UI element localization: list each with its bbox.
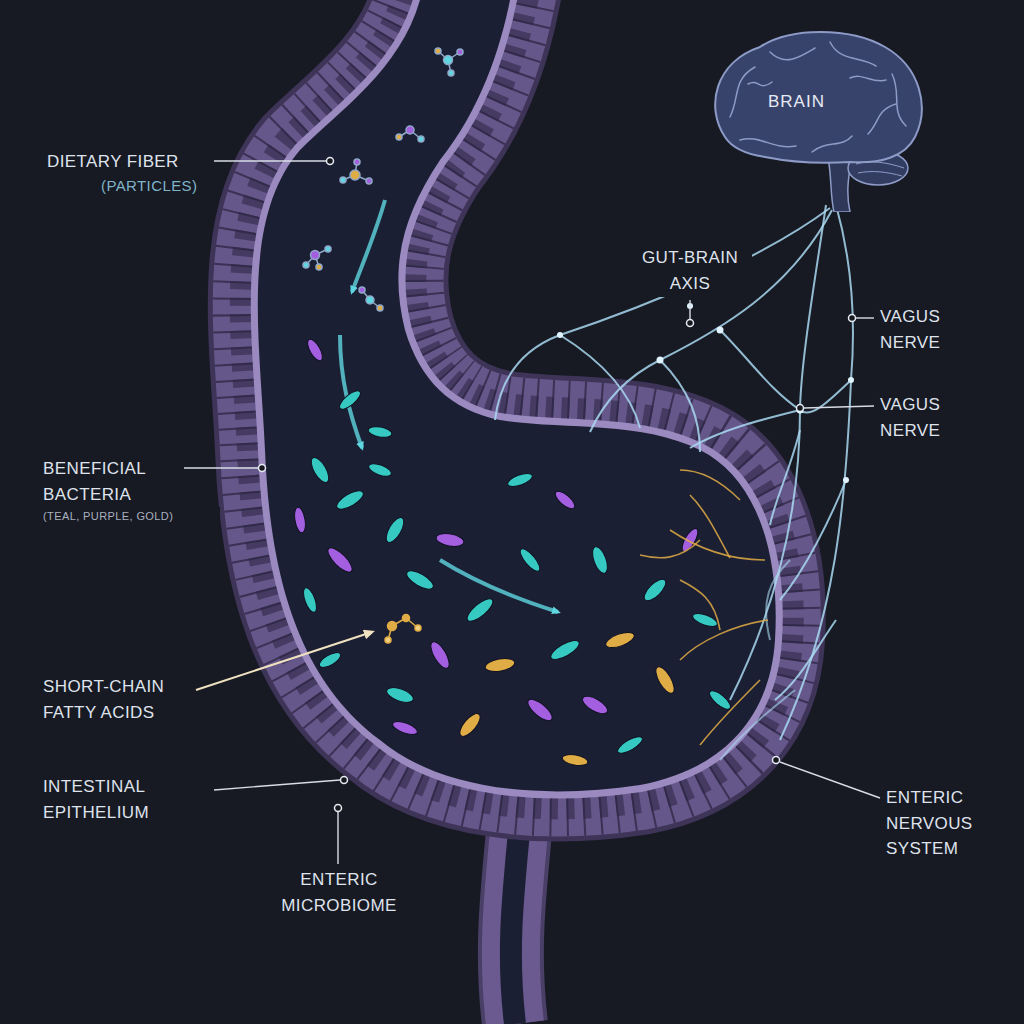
part-label: VAGUS NERVE [877,303,973,356]
part-label: ENTERIC MICROBIOME [266,866,412,919]
fiber-molecules [303,48,463,311]
brain-node: BRAIN [700,22,935,212]
leader-dots [259,158,856,812]
enteric-nerves [640,470,768,745]
intestinal-wall [258,0,776,791]
part-label: VAGUS NERVE [877,391,973,444]
part-label: INTESTINAL EPITHELIUM [40,773,210,826]
part-label: (PARTICLES) [98,174,208,199]
bacteria [293,337,733,767]
nerve-junctions [557,303,854,483]
part-label: SHORT-CHAIN FATTY ACIDS [40,673,192,726]
part-label: ENTERIC NERVOUS SYSTEM [883,784,1003,863]
part-label: BENEFICIAL BACTERIA [40,455,180,508]
part-label: DIETARY FIBER [44,148,214,176]
leader-lines [184,161,880,864]
brain-outline [700,22,935,212]
organ-label: BRAIN [765,91,828,113]
vagus-nerves [495,205,853,760]
scfa-molecule [385,615,421,644]
flow-arrows [340,200,558,612]
part-label: (TEAL, PURPLE, GOLD) [40,507,220,526]
part-label: GUT-BRAIN AXIS [628,244,752,297]
